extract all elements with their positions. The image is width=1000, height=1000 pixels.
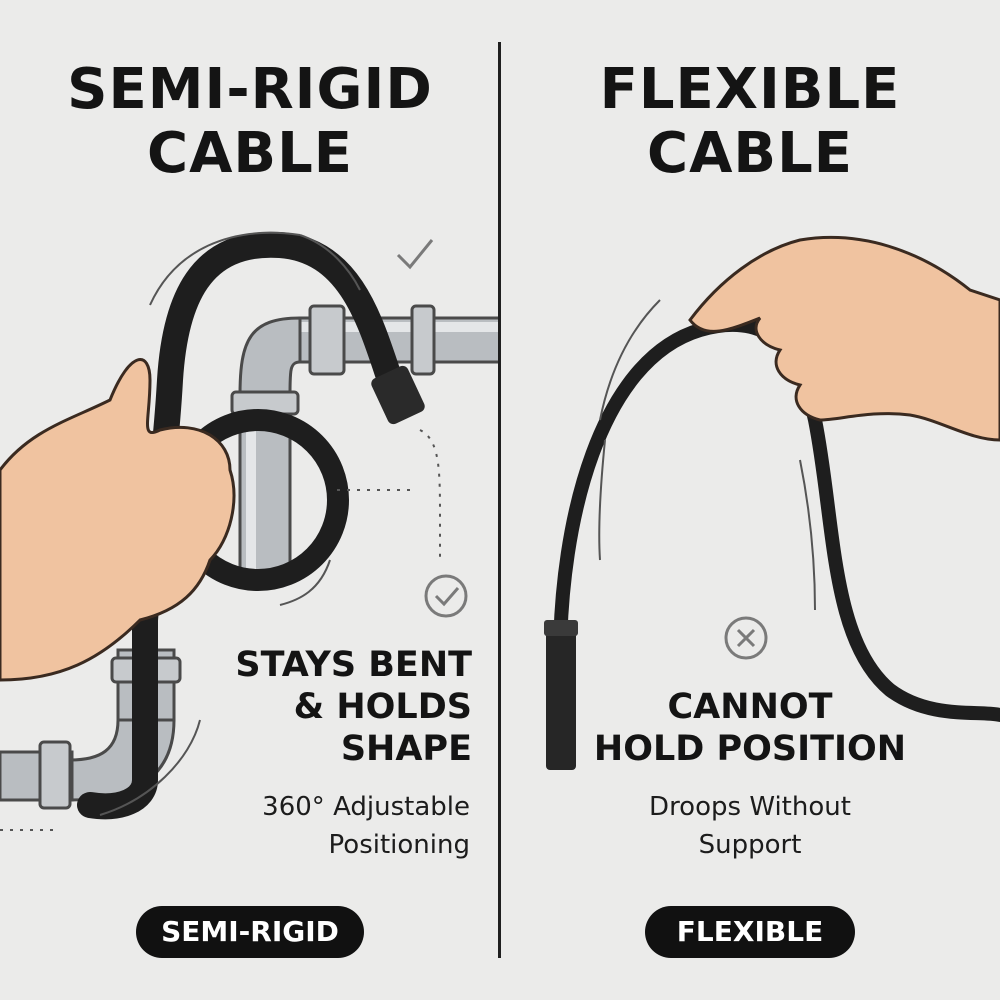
flexible-title: FLEXIBLE CABLE bbox=[500, 58, 1000, 186]
flexible-illustration bbox=[544, 236, 1000, 770]
semi-rigid-description: 360° Adjustable Positioning bbox=[262, 788, 470, 864]
right-hand bbox=[688, 236, 1000, 442]
flexible-headline: CANNOT HOLD POSITION bbox=[500, 686, 1000, 770]
semi-rigid-title-line-1: SEMI-RIGID bbox=[67, 57, 433, 122]
flexible-description: Droops Without Support bbox=[500, 788, 1000, 864]
semi-rigid-headline: STAYS BENT & HOLDS SHAPE bbox=[235, 644, 472, 770]
check-circle-icon bbox=[424, 574, 468, 618]
check-icon bbox=[396, 239, 434, 270]
flexible-description-line-2: Support bbox=[698, 830, 802, 860]
semi-rigid-headline-line-3: SHAPE bbox=[340, 729, 472, 769]
flexible-title-line-1: FLEXIBLE bbox=[599, 57, 901, 122]
left-hand bbox=[0, 358, 236, 682]
semi-rigid-cable bbox=[77, 231, 425, 820]
semi-rigid-description-line-1: 360° Adjustable bbox=[262, 792, 470, 822]
droop-arrows bbox=[598, 299, 816, 611]
semi-rigid-title: SEMI-RIGID CABLE bbox=[0, 58, 500, 186]
motion-arrows bbox=[0, 231, 441, 831]
flexible-badge: FLEXIBLE bbox=[645, 906, 855, 958]
semi-rigid-title-line-2: CABLE bbox=[146, 121, 354, 186]
semi-rigid-badge: SEMI-RIGID bbox=[136, 906, 364, 958]
flexible-panel: FLEXIBLE CABLE CANNOT HOLD POSITION Droo… bbox=[500, 0, 1000, 1000]
flexible-description-line-1: Droops Without bbox=[649, 792, 851, 822]
semi-rigid-headline-line-2: & HOLDS bbox=[293, 687, 472, 727]
x-circle-icon bbox=[724, 616, 768, 660]
panel-divider bbox=[498, 42, 501, 958]
flexible-headline-line-1: CANNOT bbox=[667, 687, 833, 727]
flexible-title-line-2: CABLE bbox=[646, 121, 854, 186]
semi-rigid-headline-line-1: STAYS BENT bbox=[235, 645, 472, 685]
semi-rigid-illustration bbox=[0, 231, 500, 831]
semi-rigid-panel: SEMI-RIGID CABLE bbox=[0, 58, 500, 958]
semi-rigid-description-line-2: Positioning bbox=[328, 830, 470, 860]
pipe-system bbox=[0, 304, 500, 810]
flexible-headline-line-2: HOLD POSITION bbox=[593, 729, 907, 769]
